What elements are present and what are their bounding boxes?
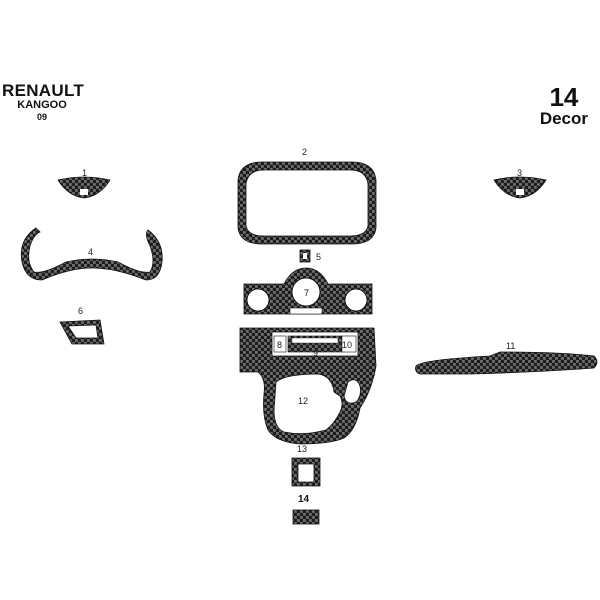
part-label-2: 2 xyxy=(302,147,307,157)
part-2: 2 xyxy=(237,147,377,245)
part-label-12: 12 xyxy=(298,396,308,406)
part-label-9: 9 xyxy=(313,348,318,358)
part-6: 6 xyxy=(59,306,105,345)
part-4: 4 xyxy=(20,227,163,281)
vehicle-model: KANGOO xyxy=(17,99,67,111)
part-label-6: 6 xyxy=(78,306,83,316)
part-label-11: 11 xyxy=(506,341,515,351)
part-5: 5 xyxy=(299,249,321,263)
kit-piece-count: 14 xyxy=(549,82,579,112)
vehicle-make: RENAULT xyxy=(2,81,85,100)
part-label-3: 3 xyxy=(517,168,522,178)
part-14: 14 xyxy=(292,494,320,525)
part-11: 11 xyxy=(415,341,598,375)
part-label-14: 14 xyxy=(298,494,310,505)
part-label-13: 13 xyxy=(297,444,307,454)
part-label-4: 4 xyxy=(88,247,93,257)
vehicle-brand-block: RENAULT KANGOO 09 xyxy=(2,81,85,122)
part-3: 3 xyxy=(493,168,547,199)
vehicle-year: 09 xyxy=(36,112,47,122)
part-label-10: 10 xyxy=(342,340,352,350)
part-label-7: 7 xyxy=(304,288,309,298)
part-label-5: 5 xyxy=(316,252,321,262)
part-12: 12 xyxy=(239,327,377,445)
part-label-8: 8 xyxy=(277,340,282,350)
kit-count-block: 14 Decor xyxy=(540,84,588,127)
part-13: 13 xyxy=(291,444,321,487)
kit-label: Decor xyxy=(539,109,588,128)
part-label-1: 1 xyxy=(82,168,87,178)
part-1: 1 xyxy=(57,168,111,199)
part-10: 10 xyxy=(341,335,357,353)
part-7: 7 xyxy=(243,267,373,315)
part-8: 8 xyxy=(273,335,287,353)
